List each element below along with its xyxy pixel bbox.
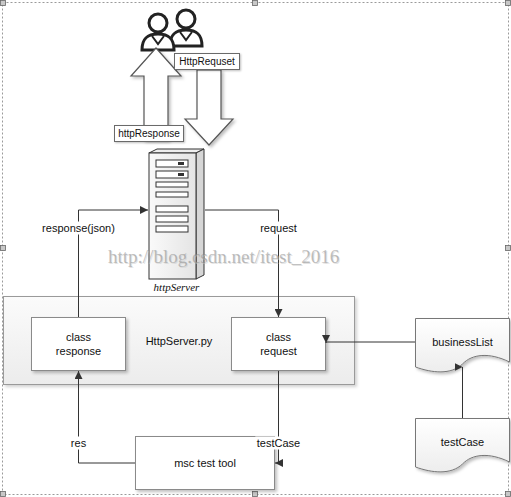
- node-text: businessList: [432, 335, 493, 349]
- edge-label: request: [258, 222, 299, 235]
- class-box: class request: [231, 317, 326, 371]
- node-text: class response: [50, 330, 108, 358]
- arrow-label-box: HttpRequset: [174, 53, 240, 70]
- document-shape: businessList: [415, 318, 510, 372]
- edge-label: testCase: [255, 437, 302, 450]
- arrow-label-box: httpResponse: [114, 125, 184, 142]
- node-text: HttpServer.py: [146, 334, 213, 348]
- node-text: HttpRequset: [179, 56, 235, 68]
- connector-arrow: [462, 367, 463, 418]
- edge-label: response(json): [40, 222, 117, 235]
- server-icon: httpServer: [148, 148, 205, 294]
- node-text: class request: [250, 330, 308, 358]
- node-text: testCase: [441, 435, 484, 449]
- request-arrow: [185, 70, 233, 145]
- module-band: HttpServer.py class response class request: [3, 296, 355, 385]
- document-shape: testCase: [415, 418, 510, 472]
- watermark: http://blog.csdn.net/itest_2016: [108, 246, 339, 268]
- class-box: class response: [31, 317, 126, 371]
- edge-label: res: [69, 437, 88, 450]
- users-icon: [142, 10, 202, 50]
- node-text: httpResponse: [118, 128, 180, 140]
- node-text: httpServer: [154, 280, 200, 294]
- connector-arrow: [326, 342, 415, 343]
- frame-border: [3, 3, 509, 495]
- node-text: msc test tool: [174, 456, 236, 470]
